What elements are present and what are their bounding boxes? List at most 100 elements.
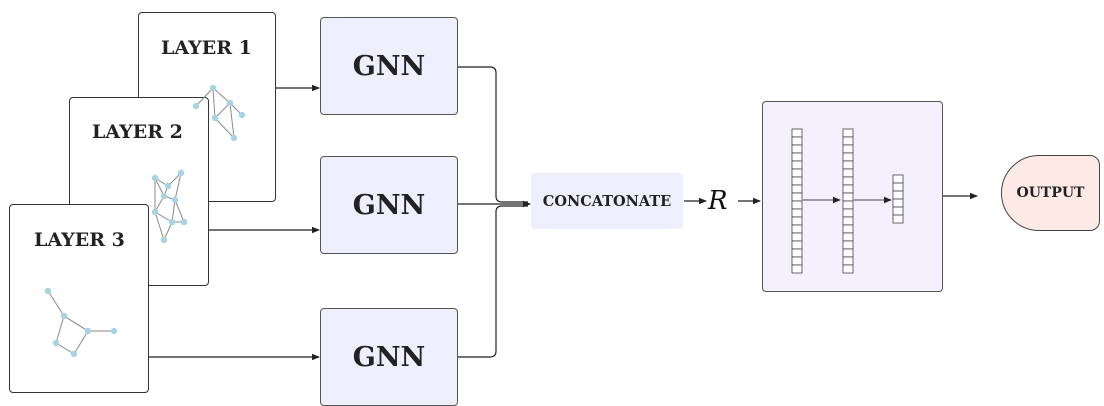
neuron-cell	[842, 192, 854, 202]
graph-node	[60, 312, 68, 320]
mlp-input-column	[791, 128, 803, 274]
graph-node	[180, 218, 188, 226]
neuron-cell	[791, 168, 803, 178]
graph-edge	[212, 87, 231, 104]
graph-edge	[229, 102, 235, 139]
graph-node	[238, 111, 246, 119]
neuron-cell	[842, 144, 854, 154]
neuron-cell	[842, 200, 854, 210]
graph-node	[110, 327, 118, 335]
neuron-cell	[791, 176, 803, 186]
neuron-cell	[842, 248, 854, 258]
wire-gnn1-to-concat	[458, 66, 528, 203]
graph-edge	[212, 87, 216, 119]
neuron-cell	[842, 136, 854, 146]
neuron-cell	[791, 192, 803, 202]
wire-gnn3-to-concat	[458, 205, 528, 358]
graph-edge	[195, 87, 214, 107]
neuron-cell	[842, 232, 854, 242]
graph-node	[230, 134, 238, 142]
neuron-cell	[791, 232, 803, 242]
graph-node	[171, 196, 179, 204]
graph-node	[177, 169, 185, 177]
neuron-cell	[791, 208, 803, 218]
mlp-columns	[791, 128, 904, 274]
graph-node	[70, 350, 78, 358]
graph-edge	[163, 221, 173, 241]
graph-edge	[47, 290, 65, 317]
graph-node	[168, 218, 176, 226]
graph-edge	[174, 172, 182, 201]
neuron-cell	[892, 214, 904, 224]
neuron-cell	[892, 174, 904, 184]
readout-symbol: R	[708, 186, 728, 216]
graph-node	[192, 102, 200, 110]
neuron-cell	[842, 176, 854, 186]
graph-edge	[154, 177, 165, 197]
graph-edge	[174, 199, 185, 223]
layer-2-title: LAYER 2	[92, 121, 183, 143]
graph-node	[226, 99, 234, 107]
neuron-cell	[791, 200, 803, 210]
neuron-cell	[892, 182, 904, 192]
layer-3-title: LAYER 3	[34, 229, 125, 251]
neuron-cell	[791, 144, 803, 154]
neuron-cell	[842, 216, 854, 226]
graph-node	[160, 236, 168, 244]
graph-node	[44, 287, 52, 295]
graph-node	[151, 208, 159, 216]
neuron-cell	[791, 128, 803, 138]
graph-edge	[63, 315, 89, 332]
graph-node	[209, 84, 217, 92]
gnn-block-2: GNN	[320, 156, 458, 254]
neuron-cell	[842, 264, 854, 274]
graph-edge	[154, 211, 173, 223]
neuron-cell	[842, 184, 854, 194]
neuron-cell	[791, 248, 803, 258]
neuron-cell	[791, 136, 803, 146]
graph-layer-3	[44, 287, 118, 358]
mlp-output-column	[892, 174, 904, 224]
neuron-cell	[892, 206, 904, 216]
neuron-cell	[791, 224, 803, 234]
concatenate-block: CONCATONATE	[531, 173, 683, 229]
graph-edge	[214, 102, 231, 119]
graph-node	[160, 192, 168, 200]
graph-node	[84, 327, 92, 335]
graph-node	[211, 114, 219, 122]
layer-3-card: LAYER 3	[9, 204, 149, 393]
graph-edge	[154, 211, 165, 241]
mlp-hidden-column	[842, 128, 854, 274]
neuron-cell	[842, 152, 854, 162]
neuron-cell	[842, 208, 854, 218]
neuron-cell	[842, 224, 854, 234]
output-node: OUTPUT	[1001, 155, 1100, 231]
graph-edge	[171, 199, 176, 223]
neuron-cell	[842, 168, 854, 178]
neuron-cell	[842, 160, 854, 170]
gnn-block-1: GNN	[320, 17, 458, 115]
graph-layer-1	[192, 84, 246, 142]
neuron-cell	[791, 152, 803, 162]
neuron-cell	[791, 264, 803, 274]
neuron-cell	[842, 240, 854, 250]
neuron-cell	[791, 184, 803, 194]
gnn-block-3: GNN	[320, 308, 458, 406]
neuron-cell	[791, 240, 803, 250]
graph-node	[164, 182, 172, 190]
neuron-cell	[892, 198, 904, 208]
graph-node	[151, 174, 159, 182]
neuron-cell	[791, 256, 803, 266]
graph-node	[52, 339, 60, 347]
neuron-cell	[842, 256, 854, 266]
graph-edge	[55, 315, 65, 344]
graph-edge	[55, 342, 75, 355]
graph-layer-2	[151, 169, 188, 244]
graph-edge	[214, 117, 235, 139]
neuron-cell	[791, 160, 803, 170]
layer-1-title: LAYER 1	[161, 37, 252, 59]
neuron-cell	[892, 190, 904, 200]
neuron-cell	[842, 128, 854, 138]
